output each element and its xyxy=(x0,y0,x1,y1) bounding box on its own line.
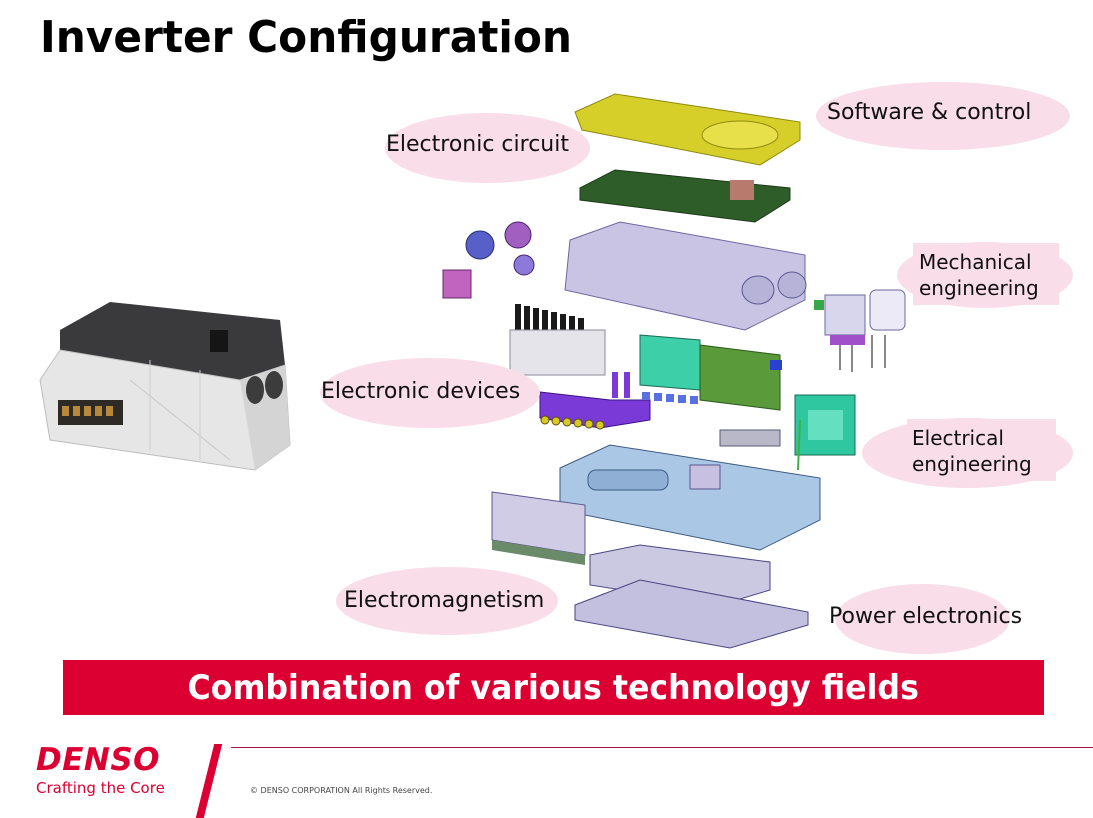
software-control-bubble xyxy=(816,82,1070,150)
assembled-inverter-image xyxy=(39,302,291,471)
label-electronic-circuit: Electronic circuit xyxy=(386,132,569,157)
label-software-control: Software & control xyxy=(827,100,1032,125)
label-power-electronics: Power electronics xyxy=(829,604,1023,629)
denso-logo: DENSO xyxy=(36,742,161,778)
inverter-artwork xyxy=(39,93,906,649)
electromagnetism-bubble xyxy=(336,567,558,635)
exploded-view-image xyxy=(442,93,906,649)
electrical-engineering-rect xyxy=(907,419,1056,481)
logo-tagline: Crafting the Core xyxy=(36,779,165,797)
footer-slash-divider xyxy=(195,744,223,818)
mechanical-engineering-rect xyxy=(913,243,1059,305)
label-mechanical-engineering: Mechanical engineering xyxy=(919,250,1039,300)
power-electronics-bubble xyxy=(835,584,1010,654)
banner-text: Combination of various technology fields xyxy=(187,667,920,708)
electronic-circuit-bubble xyxy=(385,113,590,183)
label-electronic-devices: Electronic devices xyxy=(321,379,521,404)
electronic-devices-bubble xyxy=(320,358,540,428)
label-electromagnetism: Electromagnetism xyxy=(344,588,545,613)
slide-title: Inverter Configuration xyxy=(40,12,572,63)
footer-rule xyxy=(231,747,1093,748)
summary-banner: Combination of various technology fields xyxy=(63,660,1044,715)
copyright-notice: © DENSO CORPORATION All Rights Reserved. xyxy=(250,786,433,795)
label-electrical-engineering: Electrical engineering xyxy=(912,426,1032,476)
